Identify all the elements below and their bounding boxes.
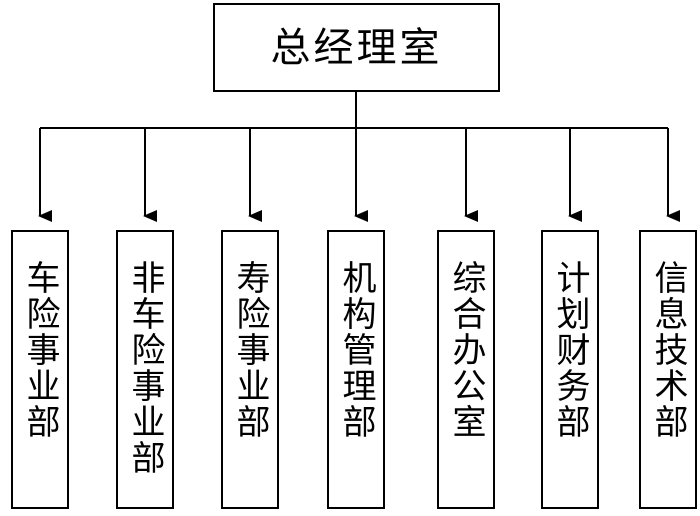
dept-node-box-6: 计划财务部 [541,230,599,509]
dept-node-label-1: 车险事业部 [20,260,60,440]
dept-node-label-2: 非车险事业部 [125,260,165,476]
dept-node-label-6: 计划财务部 [550,260,590,440]
dept-node-box-1: 车险事业部 [11,230,69,509]
root-node-label: 总经理室 [270,24,443,71]
dept-node-box-5: 综合办公室 [437,230,495,509]
dept-node-label-7: 信息技术部 [648,260,688,440]
dept-node-label-5: 综合办公室 [446,260,486,440]
dept-node-box-4: 机构管理部 [327,230,385,509]
root-node-box: 总经理室 [213,3,500,92]
dept-node-box-3: 寿险事业部 [221,230,279,509]
dept-node-label-4: 机构管理部 [336,260,376,440]
dept-node-box-2: 非车险事业部 [116,230,174,509]
dept-node-label-3: 寿险事业部 [230,260,270,440]
dept-node-box-7: 信息技术部 [639,230,697,509]
